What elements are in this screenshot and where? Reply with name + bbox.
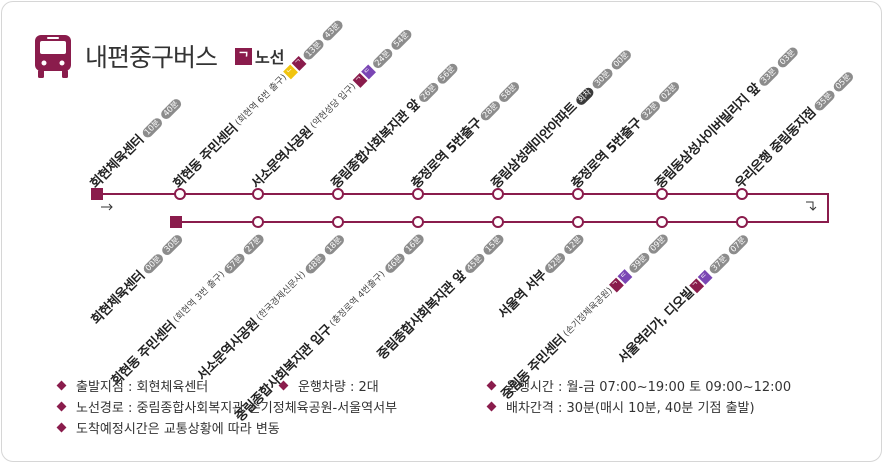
stop-marker-upper [174, 188, 186, 200]
diamond-icon [56, 422, 67, 433]
stop-marker-upper [332, 188, 344, 200]
legend-vehicles: 운행차량 : 2대 [278, 376, 379, 395]
diamond-icon [278, 380, 289, 391]
stop-marker-lower [736, 216, 748, 228]
stop-marker-lower [252, 216, 264, 228]
legend-route: 노선경로 : 중림종합사회복지관-손기정체육공원-서울역서부 [56, 397, 397, 416]
route-line [97, 193, 829, 223]
direction-arrow-icon [101, 203, 113, 211]
turn-arrow-icon [806, 201, 817, 211]
header: 내편중구버스 ᄀ 노선 [33, 32, 284, 80]
legend-start: 출발지점 : 회현체육센터 [56, 376, 208, 395]
legend-interval: 배차간격 : 30분(매시 10분, 40분 기점 출발) [486, 397, 755, 416]
stop-marker-upper [736, 188, 748, 200]
route-badge: ᄀ [235, 47, 253, 65]
page-title: 내편중구버스 [85, 43, 218, 72]
stop-marker-lower [492, 216, 504, 228]
end-terminal-marker [170, 216, 182, 228]
start-terminal-marker [91, 188, 103, 200]
stop-marker-upper [252, 188, 264, 200]
diamond-icon [56, 401, 67, 412]
stop-marker-upper [656, 188, 668, 200]
stop-marker-upper [572, 188, 584, 200]
legend-note: 도착예정시간은 교통상황에 따라 변동 [56, 418, 280, 437]
stop-marker-upper [492, 188, 504, 200]
stop-marker-lower [656, 216, 668, 228]
legend-hours: 운행시간 : 월-금 07:00~19:00 토 09:00~12:00 [486, 376, 791, 395]
stop-marker-lower [332, 216, 344, 228]
stop-marker-lower [572, 216, 584, 228]
diamond-icon [486, 380, 497, 391]
diamond-icon [486, 401, 497, 412]
stop-marker-upper [412, 188, 424, 200]
diamond-icon [56, 380, 67, 391]
stop-marker-lower [412, 216, 424, 228]
bus-icon [35, 35, 71, 78]
route-name: 노선 [255, 48, 285, 67]
